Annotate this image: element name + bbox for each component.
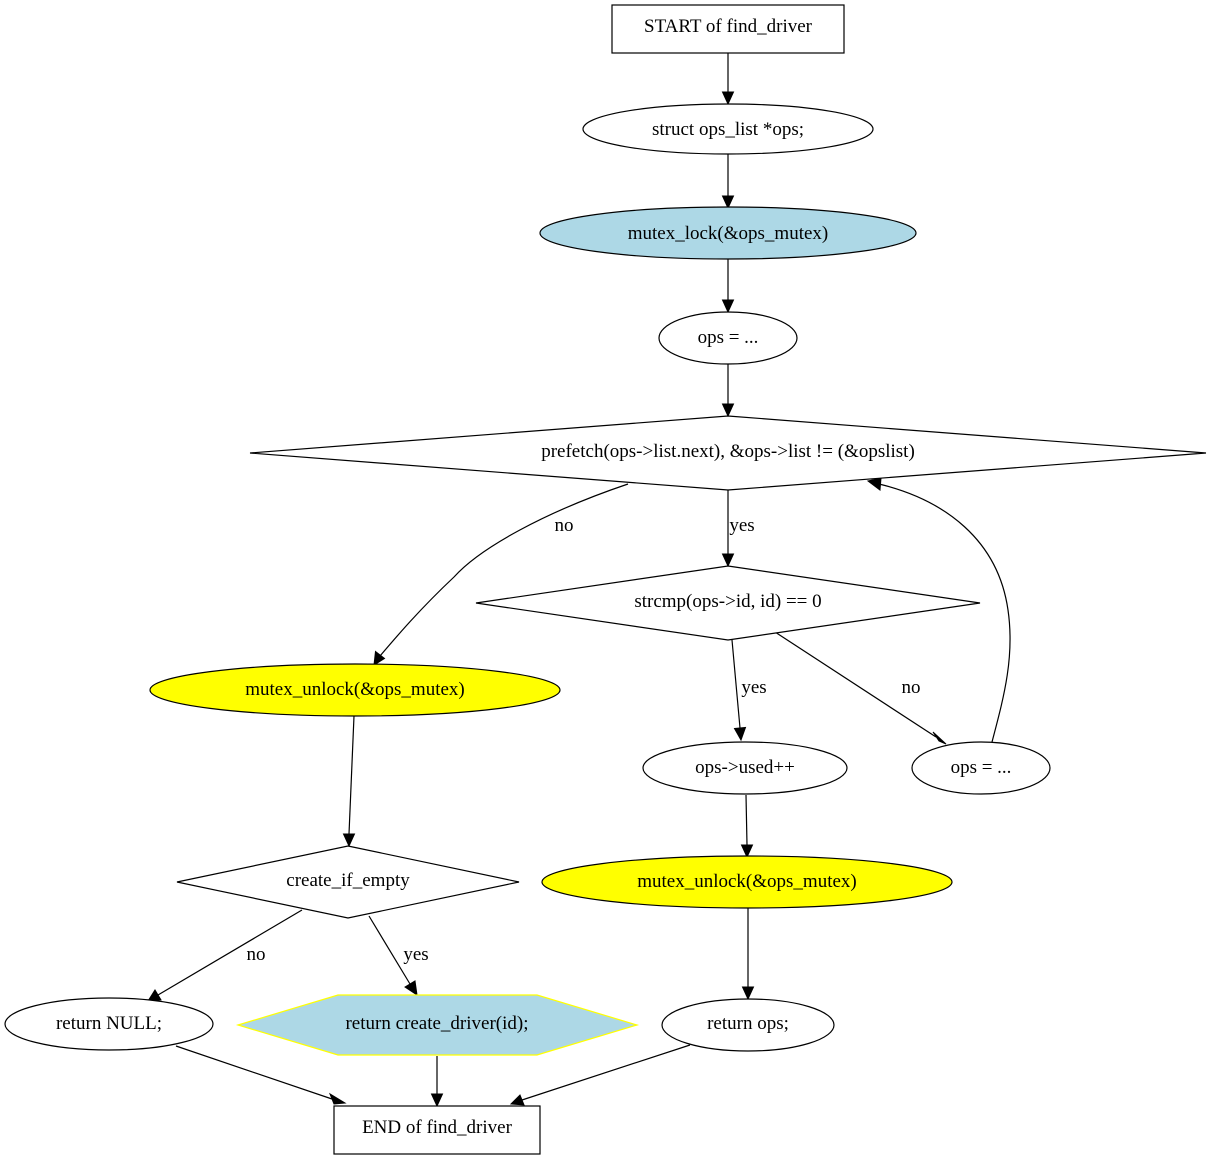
node-start: START of find_driver bbox=[611, 4, 845, 54]
edge-decl-to-lock bbox=[721, 153, 735, 210]
edge-return-create-to-end bbox=[430, 1056, 444, 1108]
label-loop-no: no bbox=[555, 515, 574, 536]
edge-null-to-end bbox=[175, 1045, 347, 1105]
node-return-create-driver-label: return create_driver(id); bbox=[345, 1013, 528, 1034]
node-return-ops: return ops; bbox=[661, 998, 835, 1052]
node-return-null: return NULL; bbox=[4, 997, 214, 1051]
label-create-no: no bbox=[247, 944, 266, 965]
edge-lock-to-assign bbox=[721, 259, 735, 314]
label-loop-yes: yes bbox=[729, 515, 754, 536]
edge-labels: no yes yes no no yes bbox=[247, 515, 921, 965]
node-used-increment-label: ops->used++ bbox=[695, 757, 795, 778]
node-lock-label: mutex_lock(&ops_mutex) bbox=[628, 223, 829, 244]
node-unlock-left-label: mutex_unlock(&ops_mutex) bbox=[245, 679, 465, 700]
node-strcmp-condition-label: strcmp(ops->id, id) == 0 bbox=[634, 591, 821, 612]
edge-loop-to-strcmp bbox=[721, 490, 735, 568]
label-create-yes: yes bbox=[403, 944, 428, 965]
node-next-ops-label: ops = ... bbox=[951, 757, 1012, 778]
node-assign-ops-label: ops = ... bbox=[698, 327, 759, 348]
node-unlock-right: mutex_unlock(&ops_mutex) bbox=[541, 855, 953, 909]
edge-strcmp-to-next bbox=[774, 631, 947, 745]
label-strcmp-yes: yes bbox=[741, 677, 766, 698]
node-end: END of find_driver bbox=[333, 1105, 541, 1155]
node-start-label: START of find_driver bbox=[644, 16, 813, 37]
node-return-ops-label: return ops; bbox=[707, 1013, 789, 1034]
nodes: START of find_driver struct ops_list *op… bbox=[4, 4, 1207, 1155]
edge-assign-to-loop bbox=[721, 364, 735, 418]
edges bbox=[147, 53, 1011, 1108]
node-unlock-right-label: mutex_unlock(&ops_mutex) bbox=[637, 871, 857, 892]
edge-used-to-unlock-right bbox=[740, 794, 754, 859]
node-loop-condition: prefetch(ops->list.next), &ops->list != … bbox=[249, 415, 1207, 491]
label-strcmp-no: no bbox=[902, 677, 921, 698]
node-assign-ops: ops = ... bbox=[658, 311, 798, 365]
node-unlock-left: mutex_unlock(&ops_mutex) bbox=[149, 663, 561, 717]
edge-strcmp-to-used bbox=[731, 639, 747, 742]
edge-create-to-null bbox=[147, 909, 303, 1002]
edge-loop-to-unlock-left bbox=[373, 483, 629, 666]
node-strcmp-condition: strcmp(ops->id, id) == 0 bbox=[475, 565, 981, 641]
edge-start-to-decl bbox=[721, 53, 735, 106]
node-create-if-empty: create_if_empty bbox=[176, 845, 520, 919]
node-create-if-empty-label: create_if_empty bbox=[286, 870, 410, 891]
edge-unlock-right-to-return-ops bbox=[741, 908, 755, 1001]
node-end-label: END of find_driver bbox=[362, 1117, 513, 1138]
edge-next-to-loop bbox=[866, 477, 1011, 743]
node-used-increment: ops->used++ bbox=[642, 741, 848, 795]
node-next-ops: ops = ... bbox=[911, 741, 1051, 795]
edge-unlock-left-to-create bbox=[342, 715, 356, 848]
edge-return-ops-to-end bbox=[509, 1044, 691, 1106]
node-decl: struct ops_list *ops; bbox=[582, 103, 874, 155]
node-loop-condition-label: prefetch(ops->list.next), &ops->list != … bbox=[541, 441, 915, 462]
node-lock: mutex_lock(&ops_mutex) bbox=[539, 206, 917, 260]
node-decl-label: struct ops_list *ops; bbox=[652, 119, 804, 140]
node-return-null-label: return NULL; bbox=[56, 1013, 162, 1034]
edge-create-to-return-create bbox=[368, 915, 418, 997]
node-return-create-driver: return create_driver(id); bbox=[235, 994, 640, 1056]
